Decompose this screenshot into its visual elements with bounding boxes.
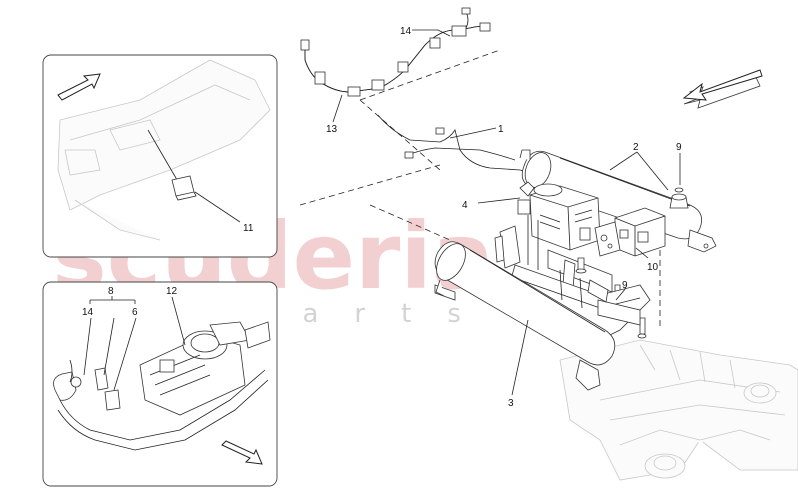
inset-assembly xyxy=(42,281,278,487)
callout-4: 4 xyxy=(462,200,468,211)
callout-12: 12 xyxy=(166,286,178,297)
rear-subframe xyxy=(559,339,798,481)
callout-14-inset: 14 xyxy=(82,307,94,318)
cap xyxy=(669,187,689,209)
callout-3: 3 xyxy=(508,398,514,409)
inset-console xyxy=(42,54,278,258)
wiring-harness xyxy=(300,7,491,97)
callout-2: 2 xyxy=(633,142,639,153)
mounting-frame xyxy=(434,235,651,341)
direction-arrow-icon xyxy=(682,69,763,109)
compressor-unit xyxy=(499,181,613,301)
callout-labels: 14 13 1 2 9 4 10 9 3 11 12 8 14 6 xyxy=(82,26,682,409)
callout-10: 10 xyxy=(647,262,659,273)
callout-14: 14 xyxy=(400,26,412,37)
callout-11: 11 xyxy=(243,223,254,234)
callout-1: 1 xyxy=(498,124,504,135)
svg-text:parts: parts xyxy=(250,299,497,329)
valve-block xyxy=(594,207,666,257)
callout-6: 6 xyxy=(132,307,138,318)
reference-lines xyxy=(299,49,661,330)
callout-8: 8 xyxy=(108,286,114,297)
callout-9-top: 9 xyxy=(676,142,682,153)
air-reservoir-lower xyxy=(434,241,616,391)
callout-13: 13 xyxy=(326,124,338,135)
callout-9-bottom: 9 xyxy=(622,280,628,291)
leader-lines xyxy=(83,29,681,396)
